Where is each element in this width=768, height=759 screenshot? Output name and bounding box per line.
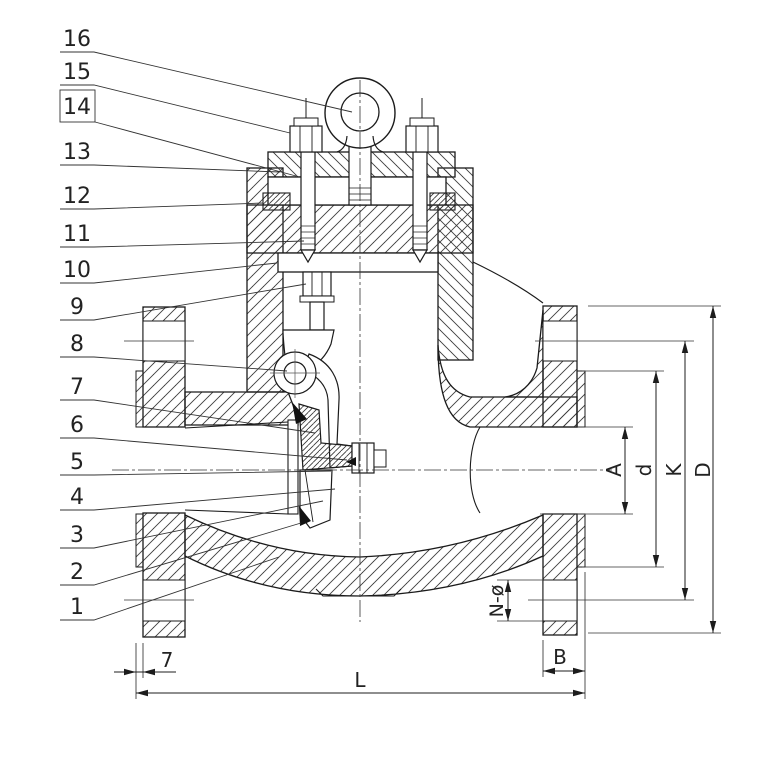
outlet-hub — [504, 309, 544, 398]
leader-11 — [60, 240, 305, 248]
callout-3: 3 — [70, 523, 84, 548]
dim-label-L: L — [354, 668, 366, 692]
outlet-raised-face-bottom — [576, 513, 586, 568]
leader-2 — [60, 522, 302, 586]
nut-left-chamfer — [293, 117, 319, 127]
stud-right-shaft — [412, 151, 428, 251]
seal-wedge-bottom — [299, 506, 311, 526]
callout-4: 4 — [70, 485, 84, 510]
callout-leaders — [59, 51, 353, 621]
outlet-raised-face-top — [576, 370, 586, 428]
leader-6 — [60, 437, 348, 461]
leader-12 — [60, 202, 264, 210]
eye-flare-right — [372, 135, 384, 153]
callout-7: 7 — [70, 375, 84, 400]
leader-1 — [60, 556, 280, 621]
nut-right — [405, 125, 439, 153]
callout-15: 15 — [63, 60, 91, 85]
callout-9: 9 — [70, 295, 84, 320]
screw-shaft — [309, 301, 325, 331]
stud-right-tip — [411, 249, 429, 264]
callout-1: 1 — [70, 595, 84, 620]
extension-lines — [135, 305, 721, 699]
callout-14: 14 — [63, 95, 91, 120]
body-bottom-wall — [184, 513, 544, 597]
centerlines — [112, 80, 612, 622]
dim-label-D: D — [691, 462, 715, 477]
callout-12: 12 — [63, 184, 91, 209]
leader-13 — [60, 164, 281, 173]
leader-4 — [60, 488, 336, 511]
disc-stem-end — [373, 449, 387, 468]
contour-lines — [184, 261, 544, 515]
stem-center-mark — [346, 457, 356, 466]
callout-5: 5 — [70, 450, 84, 475]
stud-left-shaft — [300, 151, 316, 251]
bore-taper-top — [184, 421, 289, 429]
leader-7 — [60, 399, 316, 434]
nut-right-chamfer — [409, 117, 435, 127]
dim-label-7: 7 — [161, 648, 174, 672]
nut-left — [289, 125, 323, 153]
bore-taper-bottom — [184, 509, 289, 515]
dim-label-A: A — [602, 463, 626, 477]
leader-14 — [94, 121, 297, 177]
screw-washer — [299, 295, 335, 303]
callout-2: 2 — [70, 560, 84, 585]
outlet-top-wall — [437, 344, 578, 428]
callout-8: 8 — [70, 332, 84, 357]
seal-wedge-top — [292, 402, 307, 424]
callout-14-box — [59, 89, 96, 123]
dimensions: A d K D N-ø L B 7 — [114, 305, 721, 699]
callouts: 16 15 14 13 12 11 10 9 8 7 6 5 4 3 2 1 — [59, 27, 353, 621]
callout-11: 11 — [63, 222, 91, 247]
leader-3 — [60, 500, 324, 549]
gasket-left — [262, 192, 291, 211]
dim-label-N: N-ø — [486, 585, 508, 618]
inlet-raised-face-top — [135, 370, 144, 428]
leader-8 — [60, 356, 288, 372]
callout-6: 6 — [70, 413, 84, 438]
bonnet-ceiling-plate — [277, 252, 439, 273]
dimension-lines — [114, 306, 717, 697]
seat-ring — [287, 419, 299, 515]
valve-body — [184, 151, 578, 597]
gasket-right — [429, 192, 456, 211]
stud-left-tip — [299, 249, 317, 264]
callout-13: 13 — [63, 140, 91, 165]
leader-10 — [60, 262, 278, 284]
leader-15 — [60, 84, 291, 134]
leader-16 — [60, 51, 353, 113]
dim-label-K: K — [662, 463, 686, 477]
inlet-top-wall — [184, 391, 299, 426]
leader-5 — [60, 470, 332, 476]
body-foot — [315, 588, 402, 597]
inlet-bolt-hole-bottom — [142, 579, 186, 622]
disc-lower-line — [304, 469, 314, 523]
dim-label-d: d — [632, 464, 656, 477]
inlet-raised-face-bottom — [135, 513, 144, 568]
callout-16: 16 — [63, 27, 91, 52]
eye-flare-left — [336, 135, 348, 153]
hub-outer-curve — [472, 261, 544, 304]
leader-9 — [60, 283, 307, 321]
callout-10: 10 — [63, 258, 91, 283]
bracket-screw-head — [302, 271, 332, 297]
outlet-bolt-hole-bottom — [542, 579, 578, 622]
dim-label-B: B — [553, 645, 567, 669]
